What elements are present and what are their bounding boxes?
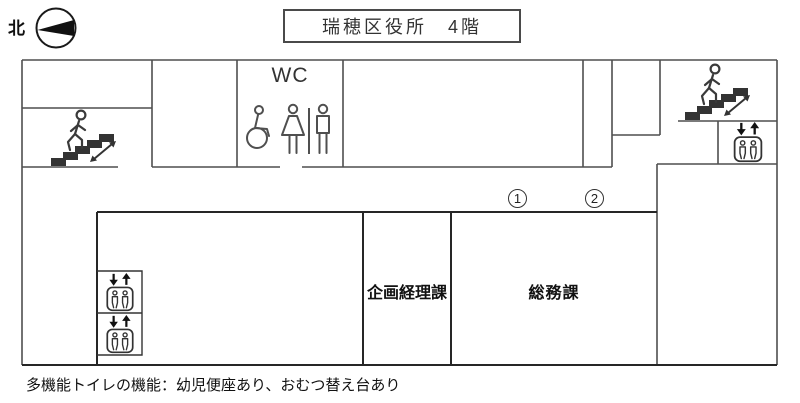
toilet-icons [246,103,330,154]
up-down-arrow-icon [90,141,116,162]
counter-1-label: 1 [513,191,522,206]
room-label-somu: 総務課 [528,285,580,302]
wheelchair-icon [246,105,270,149]
page-title: 瑞穂区役所 4階 [321,17,482,37]
elevator-icon [106,273,134,312]
footnote-text: 多機能トイレの機能：幼児便座あり、おむつ替え台あり [26,377,401,394]
stairs-icon-left [51,109,116,166]
wc-label: WC [271,64,309,87]
counter-number-2: 2 [585,189,604,208]
north-label: 北 [8,19,25,38]
person-climbing-icon [66,109,87,152]
elevator-shaft-boxes [97,270,143,356]
room-label-kikaku-keiri: 企画経理課 [366,285,447,302]
counter-2-label: 2 [590,191,599,206]
counter-number-1: 1 [508,189,527,208]
title-box: 瑞穂区役所 4階 [283,9,521,43]
elevator-icon [106,315,134,354]
man-icon [316,103,330,154]
up-down-arrow-icon [724,95,750,116]
elevator-icon [733,122,763,163]
person-climbing-icon [700,63,721,106]
woman-icon [281,103,305,154]
north-compass-icon [35,7,77,49]
stairs-icon-right [685,63,750,120]
